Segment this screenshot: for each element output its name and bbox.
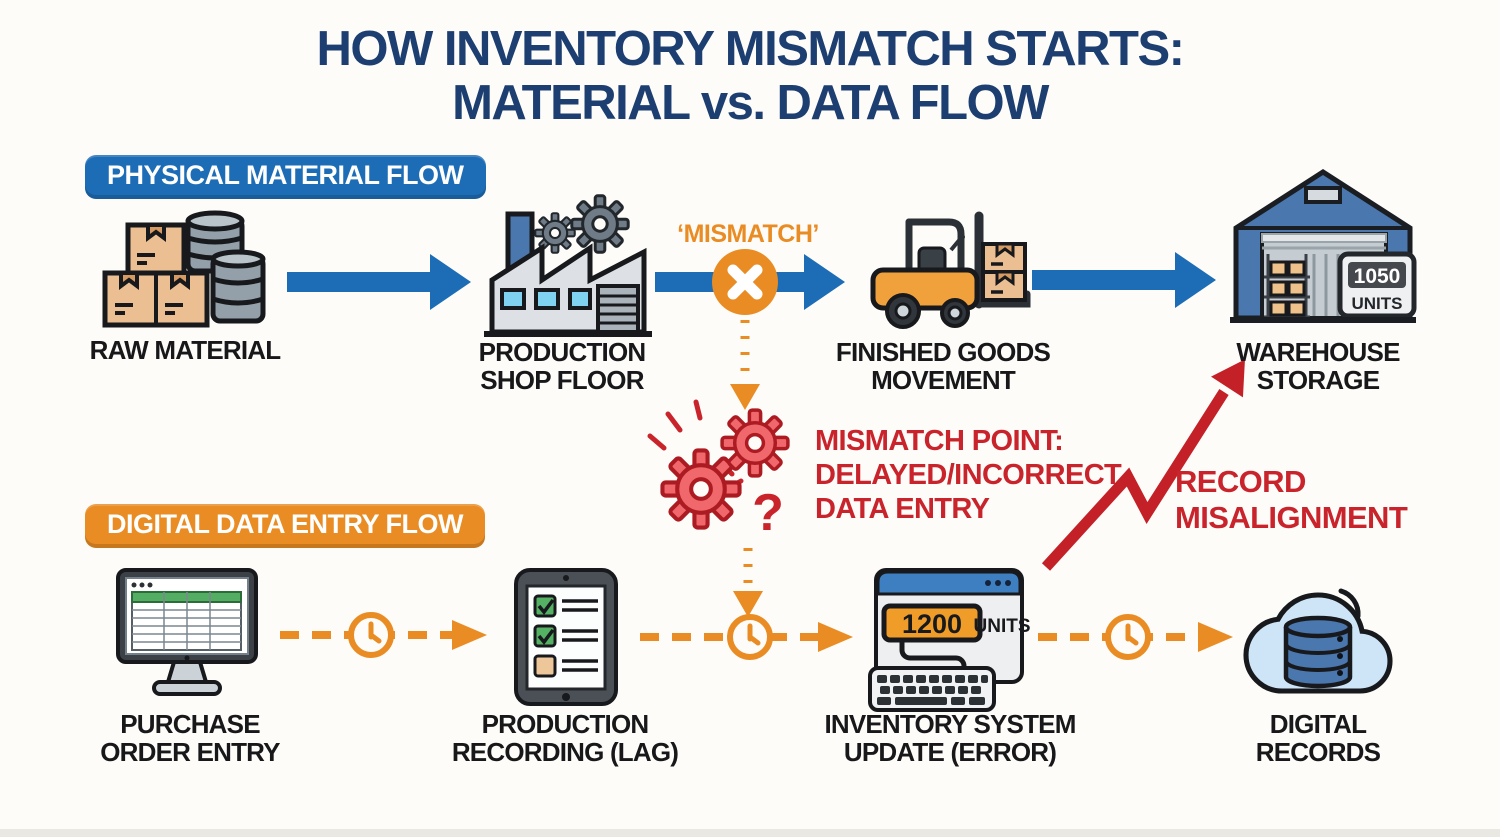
warehouse-sign-unit: UNITS: [1352, 294, 1403, 313]
bottom-edge: [0, 829, 1500, 837]
mismatch-point-note: MISMATCH POINT: DELAYED/INCORRECT DATA E…: [815, 424, 1125, 526]
page-title-line1: HOW INVENTORY MISMATCH STARTS:: [316, 22, 1185, 76]
digital-flow-section-label: DIGITAL DATA ENTRY FLOW: [85, 504, 485, 548]
checklist: [533, 594, 598, 678]
units-badge: 1200 UNITS: [881, 603, 1031, 643]
dashed-arrow-purchase-to-recording: [280, 620, 487, 650]
spreadsheet: [131, 591, 242, 651]
record-misalignment-arrow: [1041, 359, 1245, 571]
clock-icon: [1108, 617, 1148, 657]
cloud-database-icon: [1243, 588, 1393, 694]
production-recording-label: PRODUCTION RECORDING (LAG): [451, 709, 679, 767]
dotted-line-arrowhead-1: [730, 384, 760, 410]
barrel-icon: [210, 249, 266, 324]
gear-icon: [720, 408, 790, 478]
clock-icon: [351, 615, 391, 655]
carton-box-icon: [981, 270, 1027, 302]
record-misalignment-line2: MISALIGNMENT: [1175, 500, 1408, 535]
blue-arrow-raw-to-production: [287, 254, 471, 310]
inventory-badge-unit: UNITS: [974, 616, 1031, 637]
mismatch-point-line2: DELAYED/INCORRECT: [815, 459, 1122, 491]
purchase-order-entry-label: PURCHASE ORDER ENTRY: [100, 709, 280, 767]
warehouse-icon: 1050 UNITS: [1230, 169, 1417, 323]
monitor-icon: [116, 568, 258, 696]
inventory-system-icon: 1200 UNITS: [868, 568, 1031, 712]
record-misalignment-line1: RECORD: [1175, 464, 1306, 499]
digital-records-label: DIGITAL RECORDS: [1255, 709, 1381, 767]
forklift-icon: [870, 211, 1031, 329]
physical-flow-section-label: PHYSICAL MATERIAL FLOW: [85, 155, 486, 199]
blue-arrow-finished-to-warehouse: [1032, 252, 1216, 308]
carton-box-icon: [102, 270, 210, 328]
page-title: HOW INVENTORY MISMATCH STARTS: MATERIAL …: [0, 22, 1500, 130]
dashed-arrow-recording-to-inventory: [640, 622, 853, 652]
carton-box-icon: [981, 242, 1027, 274]
inventory-system-update-label: INVENTORY SYSTEM UPDATE (ERROR): [824, 709, 1076, 767]
database-icon: [1283, 615, 1353, 689]
clock-icon: [730, 617, 770, 657]
roof-vent: [1304, 186, 1342, 204]
keyboard-icon: [868, 666, 996, 712]
production-shop-floor-label: PRODUCTION SHOP FLOOR: [478, 337, 647, 395]
mismatch-point-line3: DATA ENTRY: [815, 493, 990, 525]
factory-icon: [484, 194, 652, 337]
carton-box-icon: [125, 222, 187, 276]
warehouse-sign-value: 1050: [1354, 265, 1401, 288]
tablet-icon: [514, 568, 618, 706]
question-mark: ?: [752, 484, 784, 542]
warehouse-storage-label: WAREHOUSE STORAGE: [1236, 337, 1400, 395]
gear-icon: [570, 194, 630, 254]
dotted-line-arrowhead-2: [733, 591, 763, 617]
raw-material-label: RAW MATERIAL: [89, 335, 281, 365]
finished-goods-movement-label: FINISHED GOODS MOVEMENT: [835, 337, 1051, 395]
inventory-badge-value: 1200: [902, 609, 962, 639]
mismatch-x-icon: [712, 249, 778, 315]
factory-door: [596, 284, 640, 334]
mismatch-point-line1: MISMATCH POINT:: [815, 425, 1064, 457]
raw-material-icon: [102, 210, 266, 328]
units-sign: 1050 UNITS: [1337, 251, 1417, 319]
record-misalignment-note: RECORD MISALIGNMENT: [1175, 464, 1455, 536]
mismatch-gears-icon: ?: [647, 399, 790, 542]
page-title-line2: MATERIAL vs. DATA FLOW: [452, 76, 1049, 130]
mismatch-tag: ‘MISMATCH’: [677, 220, 819, 248]
